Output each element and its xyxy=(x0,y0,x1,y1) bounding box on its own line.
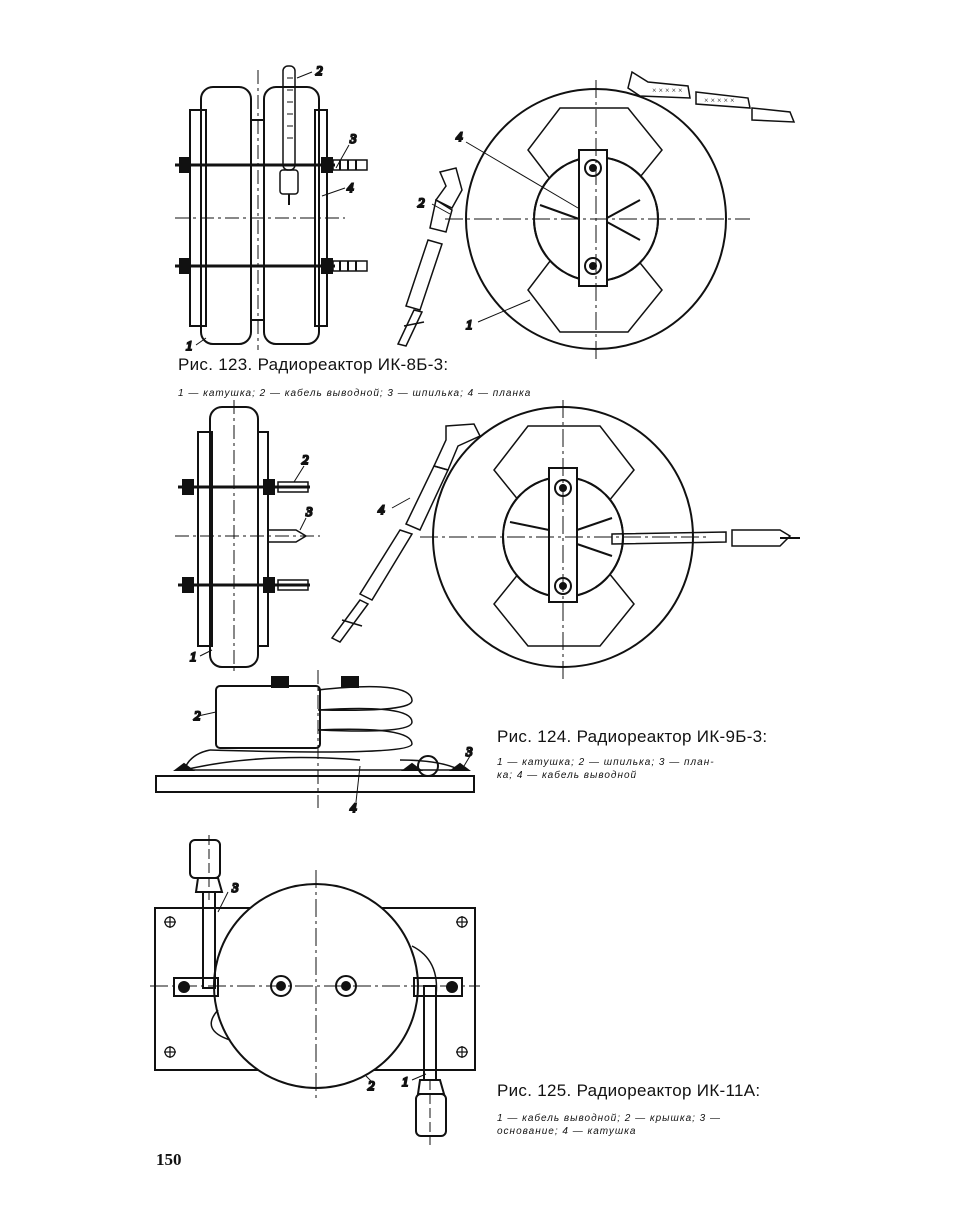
fig124-caption-legend-2: ка; 4 — кабель выводной xyxy=(497,770,638,781)
fig125-top-view xyxy=(150,835,480,1145)
fig124-callout-2: 2 xyxy=(302,452,309,467)
fig123-caption-legend: 1 — катушка; 2 — кабель выводной; 3 — шп… xyxy=(178,388,532,399)
fig123-front-view: × × × × × × × × × × xyxy=(396,70,796,360)
fig124-caption-title: Рис. 124. Радиореактор ИК-9Б-3: xyxy=(497,727,768,746)
fig124-top-callout-3: 3 xyxy=(465,744,473,759)
fig124-caption-legend-1: 1 — катушка; 2 — шпилька; 3 — план- xyxy=(497,757,715,768)
fig125-callout-2: 2 xyxy=(368,1078,375,1093)
fig123-callout-4: 4 xyxy=(347,180,354,195)
fig124-side-view xyxy=(175,400,320,672)
fig124-top-callout-2: 2 xyxy=(194,708,201,723)
fig123-front-callout-1: 1 xyxy=(466,317,473,332)
fig124-front-view xyxy=(330,400,800,680)
fig124-top-callout-4: 4 xyxy=(350,800,357,815)
fig125-callout-3: 3 xyxy=(231,880,239,895)
fig123-front-callout-4: 4 xyxy=(456,129,463,144)
fig125-caption-legend-1: 1 — кабель выводной; 2 — крышка; 3 — xyxy=(497,1113,722,1124)
fig124-top-view xyxy=(155,670,475,808)
svg-text:× × × × ×: × × × × × xyxy=(704,96,735,105)
fig125-caption-legend-2: основание; 4 — катушка xyxy=(497,1126,637,1137)
fig124-front-callout-4: 4 xyxy=(378,502,385,517)
fig123-front-callout-2: 2 xyxy=(418,195,425,210)
fig123-callout-2: 2 xyxy=(316,63,323,78)
fig125-caption-title: Рис. 125. Радиореактор ИК-11А: xyxy=(497,1081,761,1100)
fig124-callout-1: 1 xyxy=(190,649,197,664)
fig123-callout-3: 3 xyxy=(349,131,357,146)
page-number: 150 xyxy=(156,1150,182,1169)
svg-text:× × × × ×: × × × × × xyxy=(652,86,683,95)
fig123-caption-title: Рис. 123. Радиореактор ИК-8Б-3: xyxy=(178,355,449,374)
fig123-callout-1: 1 xyxy=(186,338,193,353)
fig124-callout-3: 3 xyxy=(305,504,313,519)
fig123-side-view xyxy=(175,65,368,350)
fig125-callout-1: 1 xyxy=(402,1074,409,1089)
